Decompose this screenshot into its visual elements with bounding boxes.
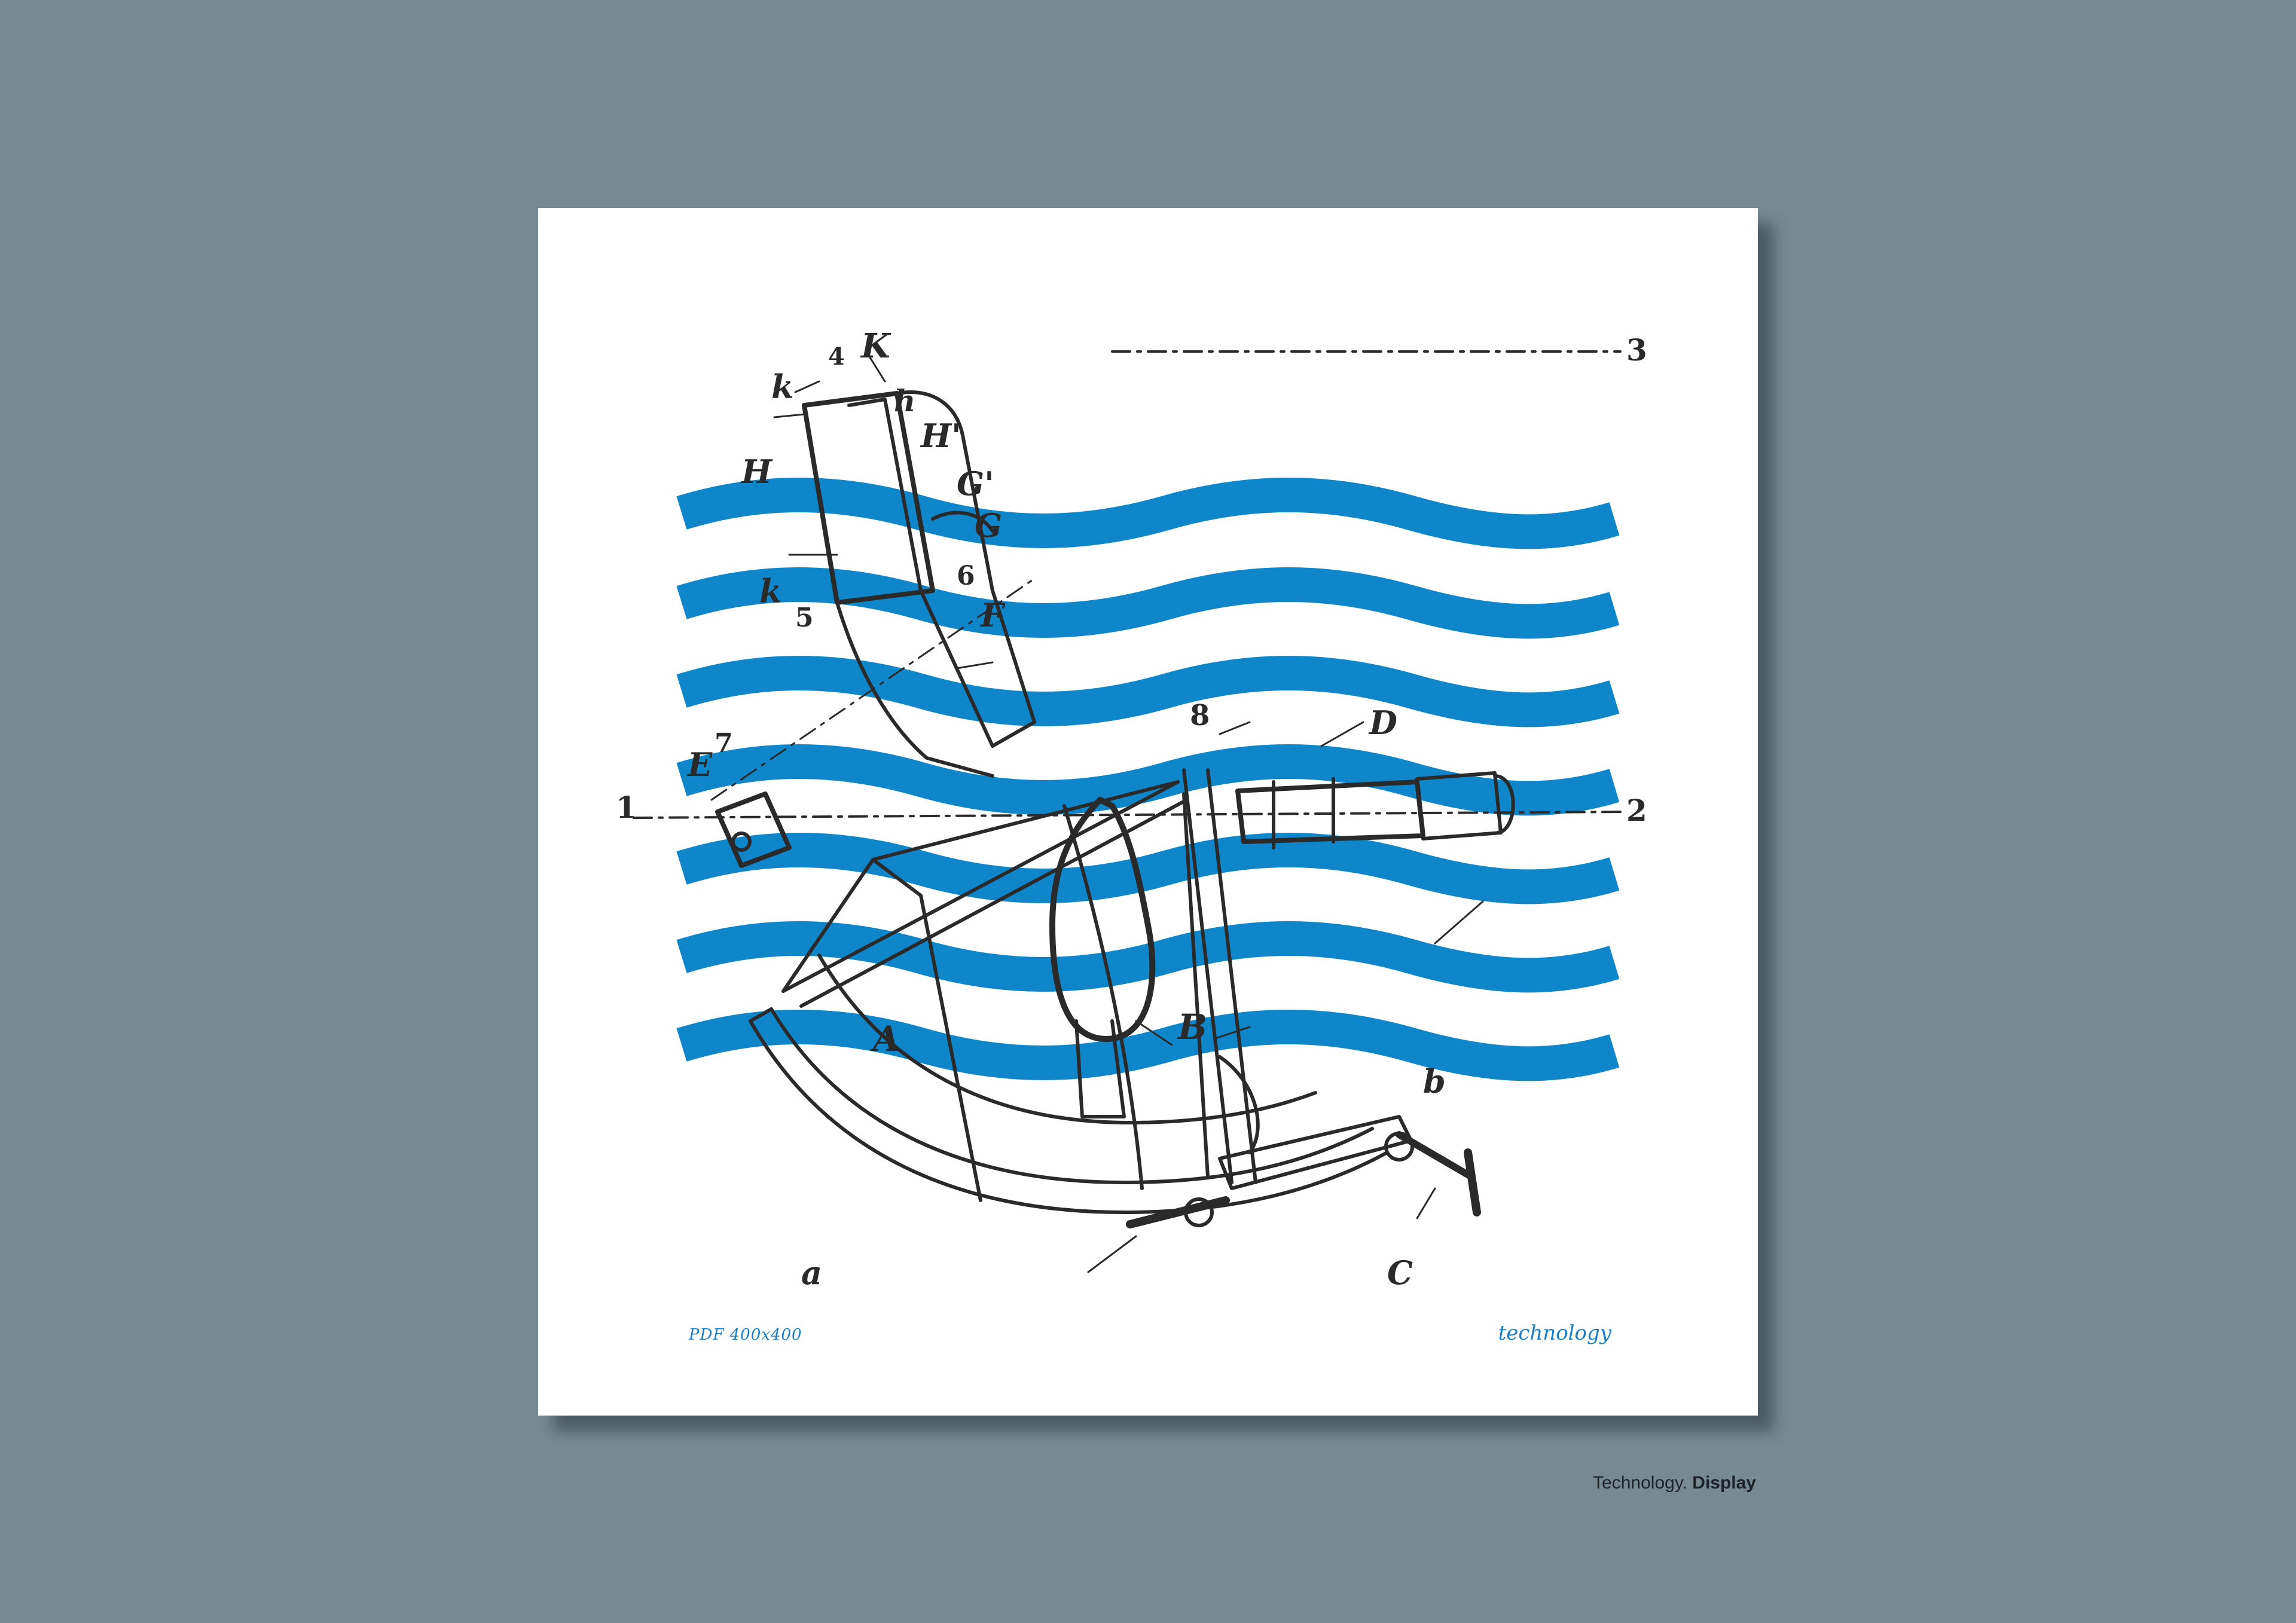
svg-text:6: 6 [957,561,975,591]
wave-stripes [676,478,1620,1081]
svg-text:b: b [1423,1062,1446,1101]
svg-text:3: 3 [1626,332,1647,368]
svg-text:2: 2 [1626,793,1647,828]
svg-text:k: k [771,368,793,406]
poster-size-label: PDF 400x400 [689,1326,802,1344]
svg-text:k: k [759,572,781,610]
engraving-labels: K 4 k 3 h H' H G' G 6 k 5 F 8 D E 7 1 2 … [616,326,1647,1292]
svg-text:H: H [740,453,773,491]
caption-display: Display [1692,1473,1756,1493]
caption-title: Technology. [1593,1473,1687,1493]
svg-text:B: B [1177,1007,1207,1047]
svg-text:D: D [1368,704,1397,742]
svg-text:8: 8 [1190,699,1210,732]
poster-card: K 4 k 3 h H' H G' G 6 k 5 F 8 D E 7 1 2 … [538,208,1758,1416]
svg-text:5: 5 [795,603,814,633]
svg-text:a: a [801,1254,822,1292]
poster-category-label: technology [1498,1321,1611,1345]
svg-text:7: 7 [715,728,733,759]
sextant-illustration: K 4 k 3 h H' H G' G 6 k 5 F 8 D E 7 1 2 … [616,326,1647,1292]
svg-text:1: 1 [616,790,637,825]
sextant-drawing [633,350,1628,1273]
svg-text:E: E [686,745,713,784]
svg-text:F: F [979,596,1006,634]
svg-text:4: 4 [828,343,845,371]
svg-text:K: K [860,326,891,366]
svg-text:H': H' [920,417,961,455]
svg-text:G': G' [957,464,994,503]
svg-text:G: G [975,506,1002,545]
svg-text:A: A [870,1019,900,1059]
display-caption: Technology. Display [1593,1473,1756,1493]
svg-text:h: h [894,383,915,418]
svg-text:C: C [1387,1254,1413,1292]
